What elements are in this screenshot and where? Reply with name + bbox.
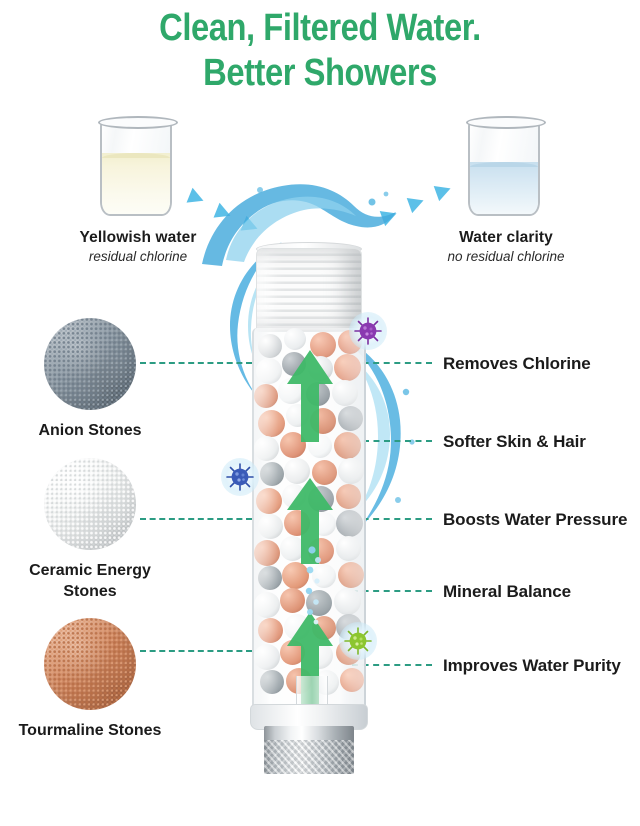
stone-block-tourmaline: Tourmaline Stones (0, 618, 180, 741)
connector-line-removes-chlorine (352, 362, 432, 364)
beaker-rim-left (98, 116, 178, 129)
chevron-arrow-icon (240, 215, 261, 237)
connector-line-ceramic (140, 518, 252, 520)
anion-granule-texture (44, 318, 136, 410)
filter-cartridge (248, 242, 370, 774)
beaker-clear (466, 116, 546, 220)
benefit-boosts-water-pressure: Boosts Water Pressure (443, 510, 628, 529)
flow-arrow-up-icon (287, 478, 333, 564)
page-title: Clean, Filtered Water. Better Showers (45, 6, 595, 96)
beaker-glass-left (100, 122, 172, 216)
beaker-yellow (98, 116, 178, 220)
beaker-block-left: Yellowish water residual chlorine (48, 116, 228, 264)
stone-block-anion: Anion Stones (0, 318, 180, 441)
stone-label-tourmaline: Tourmaline Stones (18, 722, 162, 739)
connector-line-anion (140, 362, 252, 364)
flow-arrow-up-icon (287, 612, 333, 710)
page-title-line-1: Clean, Filtered Water. (159, 7, 481, 49)
virus-green-icon (344, 627, 372, 655)
beaker-glass-right (468, 122, 540, 216)
beaker-liquid-yellow (102, 153, 170, 214)
benefit-removes-chlorine: Removes Chlorine (443, 354, 591, 373)
beaker-rim-right (466, 116, 546, 129)
water-droplet-trail (305, 546, 321, 625)
stone-label-anion: Anion Stones (38, 422, 142, 439)
connector-line-boosts-water-pressure (352, 518, 432, 520)
beaker-liquid-blue (470, 161, 538, 214)
anion-stones-swatch (44, 318, 136, 410)
benefit-improves-water-purity: Improves Water Purity (443, 656, 621, 675)
beaker-label-left: Yellowish water (79, 229, 197, 246)
beaker-sublabel-left: residual chlorine (88, 249, 188, 264)
connector-line-mineral-balance (352, 590, 432, 592)
benefit-softer-skin-hair: Softer Skin & Hair (443, 432, 586, 451)
stone-label-ceramic-line-2: Stones (63, 583, 117, 600)
germ-badge-green (339, 622, 377, 660)
cartridge-collar (250, 704, 368, 730)
virus-purple-icon (354, 317, 382, 345)
cartridge-body (252, 328, 366, 710)
flow-arrow-up-icon (287, 350, 333, 442)
germ-badge-blue (221, 458, 259, 496)
beaker-label-right: Water clarity (459, 229, 553, 246)
cartridge-cap (256, 248, 362, 332)
germ-badge-purple (349, 312, 387, 350)
connector-line-improves-water-purity (352, 664, 432, 666)
stone-label-ceramic: Ceramic Energy Stones (0, 560, 180, 602)
virus-blue-icon (226, 463, 254, 491)
beaker-block-right: Water clarity no residual chlorine (416, 116, 596, 264)
ceramic-granule-texture (44, 458, 136, 550)
page-title-line-2: Better Showers (203, 52, 437, 94)
tourmaline-granule-texture (44, 618, 136, 710)
benefit-mineral-balance: Mineral Balance (443, 582, 571, 601)
cartridge-chrome-base (264, 726, 354, 774)
connector-line-tourmaline (140, 650, 252, 652)
stone-label-ceramic-line-1: Ceramic Energy (29, 562, 151, 579)
connector-line-softer-skin (342, 440, 432, 442)
beaker-sublabel-right: no residual chlorine (447, 249, 565, 264)
cartridge-knurl-texture (264, 740, 354, 774)
ceramic-energy-stones-swatch (44, 458, 136, 550)
tourmaline-stones-swatch (44, 618, 136, 710)
stone-block-ceramic: Ceramic Energy Stones (0, 458, 180, 602)
chevron-arrow-icon (379, 205, 400, 227)
